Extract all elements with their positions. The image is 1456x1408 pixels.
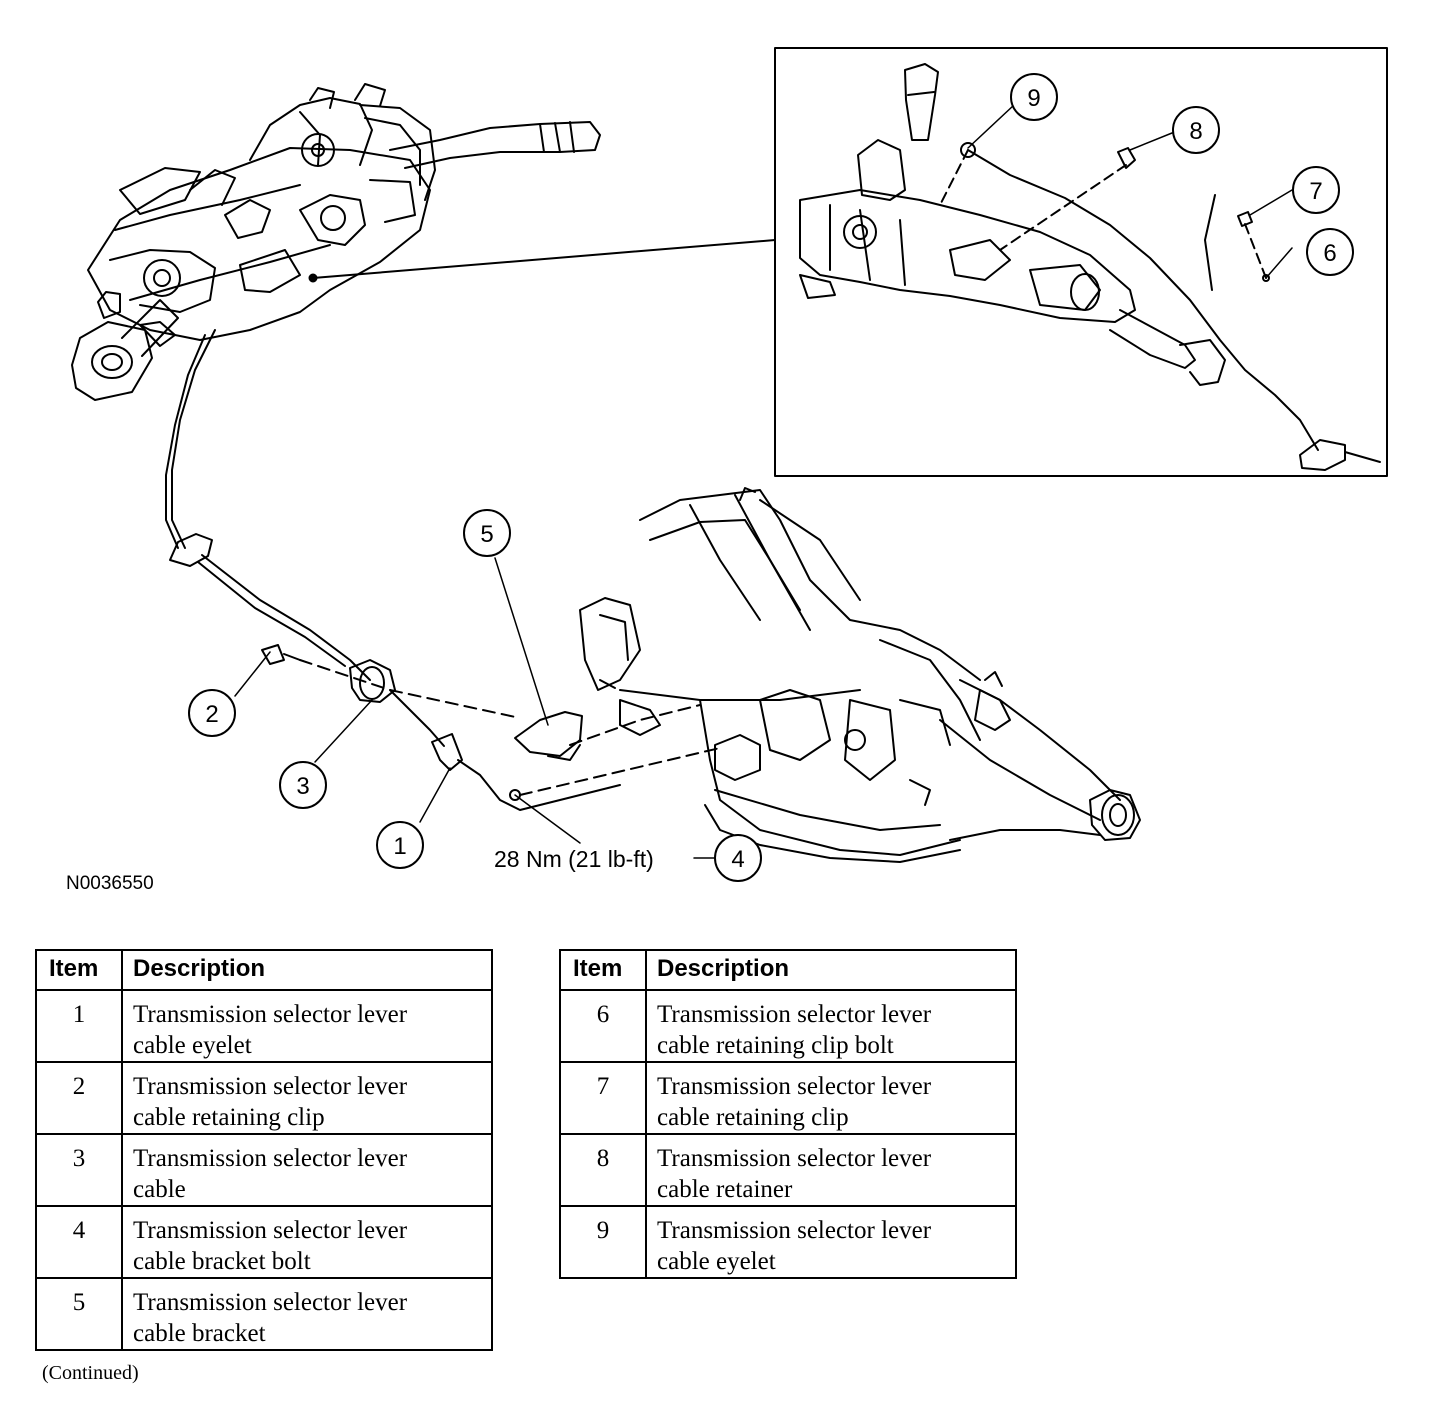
- description-line-1: Transmission selector lever: [133, 1217, 408, 1244]
- callout-1-circle: [376, 821, 424, 869]
- description-line-2: cable bracket bolt: [133, 1248, 311, 1275]
- description-line-1: Transmission selector lever: [657, 1217, 932, 1244]
- item-number: 7: [559, 1061, 647, 1135]
- description-line-1: Transmission selector lever: [657, 1145, 932, 1172]
- callout-7-circle: [1292, 166, 1340, 214]
- description-line-2: cable retaining clip: [657, 1104, 849, 1131]
- transmission-illustration: [579, 487, 1141, 863]
- legend-table-left: Item Description 1 Transmission selector…: [35, 949, 493, 1351]
- inset-column-illustration: [799, 63, 1381, 471]
- item-number: 3: [35, 1133, 123, 1207]
- table-row: 9 Transmission selector lever cable eyele…: [559, 1205, 1017, 1279]
- drawing-id-label: N0036550: [66, 873, 154, 894]
- callout-leaders: [234, 104, 1293, 859]
- item-description: Transmission selector lever cable bracket…: [121, 1205, 493, 1279]
- item-description: Transmission selector lever cable retaini…: [121, 1061, 493, 1135]
- item-description: Transmission selector lever cable retaini…: [645, 989, 1017, 1063]
- legend-header-row: Item Description: [35, 949, 493, 991]
- table-row: 7 Transmission selector lever cable retai…: [559, 1061, 1017, 1135]
- item-description: Transmission selector lever cable retaini…: [645, 1061, 1017, 1135]
- table-row: 3 Transmission selector lever cable: [35, 1133, 493, 1207]
- callout-7-label: 7: [1309, 178, 1322, 205]
- description-line-2: cable retainer: [657, 1176, 793, 1203]
- callout-5-circle: [463, 509, 511, 557]
- callout-8-circle: [1172, 106, 1220, 154]
- legend-table-right: Item Description 6 Transmission selector…: [559, 949, 1017, 1279]
- item-column-header: Item: [559, 949, 647, 991]
- description-line-1: Transmission selector lever: [133, 1073, 408, 1100]
- table-row: 6 Transmission selector lever cable retai…: [559, 989, 1017, 1063]
- description-line-1: Transmission selector lever: [657, 1001, 932, 1028]
- description-line-2: cable: [133, 1176, 186, 1203]
- callout-9-circle: [1010, 73, 1058, 121]
- callout-8-label: 8: [1189, 118, 1202, 145]
- table-row: 5 Transmission selector lever cable brack…: [35, 1277, 493, 1351]
- steering-column-illustration: [71, 83, 776, 401]
- callout-3-circle: [279, 761, 327, 809]
- selector-cable-illustration: [165, 329, 721, 811]
- callout-6-label: 6: [1323, 240, 1336, 267]
- description-line-1: Transmission selector lever: [133, 1001, 408, 1028]
- callout-2-label: 2: [205, 701, 218, 728]
- description-line-2: cable eyelet: [133, 1032, 252, 1059]
- callout-4-circle: [714, 834, 762, 882]
- description-line-1: Transmission selector lever: [133, 1145, 408, 1172]
- description-line-2: cable retaining clip bolt: [657, 1032, 894, 1059]
- callout-5-label: 5: [480, 521, 493, 548]
- callout-3-label: 3: [296, 773, 309, 800]
- item-description: Transmission selector lever cable retaine…: [645, 1133, 1017, 1207]
- item-description: Transmission selector lever cable: [121, 1133, 493, 1207]
- description-line-2: cable eyelet: [657, 1248, 776, 1275]
- callout-6-circle: [1306, 228, 1354, 276]
- item-description: Transmission selector lever cable bracket: [121, 1277, 493, 1351]
- legend-header-row: Item Description: [559, 949, 1017, 991]
- callout-1-label: 1: [393, 833, 406, 860]
- item-number: 4: [35, 1205, 123, 1279]
- table-row: 4 Transmission selector lever cable brack…: [35, 1205, 493, 1279]
- description-line-1: Transmission selector lever: [133, 1289, 408, 1316]
- description-line-1: Transmission selector lever: [657, 1073, 932, 1100]
- item-number: 8: [559, 1133, 647, 1207]
- table-row: 1 Transmission selector lever cable eyele…: [35, 989, 493, 1063]
- table-row: 8 Transmission selector lever cable retai…: [559, 1133, 1017, 1207]
- callout-9-label: 9: [1027, 85, 1040, 112]
- description-column-header: Description: [121, 949, 493, 991]
- table-row: 2 Transmission selector lever cable retai…: [35, 1061, 493, 1135]
- torque-spec-label: 28 Nm (21 lb-ft): [494, 846, 654, 872]
- item-column-header: Item: [35, 949, 123, 991]
- item-number: 1: [35, 989, 123, 1063]
- description-line-2: cable bracket: [133, 1320, 266, 1347]
- callout-4-label: 4: [731, 846, 744, 873]
- description-column-header: Description: [645, 949, 1017, 991]
- continued-note: (Continued): [42, 1362, 139, 1384]
- callout-circles: [188, 73, 1354, 882]
- exploded-view-diagram: 1 2 3 4 5 6 7 8 9 28 Nm (21 lb-ft) N0036…: [66, 47, 1388, 894]
- detail-inset-frame: [774, 47, 1388, 477]
- item-description: Transmission selector lever cable eyelet: [121, 989, 493, 1063]
- item-number: 6: [559, 989, 647, 1063]
- item-number: 5: [35, 1277, 123, 1351]
- item-description: Transmission selector lever cable eyelet: [645, 1205, 1017, 1279]
- item-number: 2: [35, 1061, 123, 1135]
- callout-2-circle: [188, 689, 236, 737]
- item-number: 9: [559, 1205, 647, 1279]
- description-line-2: cable retaining clip: [133, 1104, 325, 1131]
